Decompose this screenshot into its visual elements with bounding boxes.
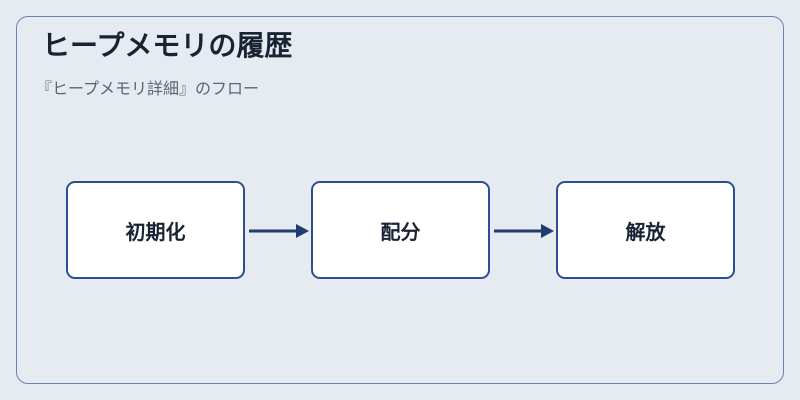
page-title: ヒープメモリの履歴	[42, 29, 293, 62]
step-label-allocate: 配分	[380, 219, 421, 244]
step-label-free: 解放	[625, 219, 666, 244]
step-label-init: 初期化	[125, 219, 186, 244]
step-box-free: 解放	[556, 181, 735, 279]
page-subtitle: 『ヒープメモリ詳細』のフロー	[36, 79, 260, 98]
step-box-init: 初期化	[66, 181, 245, 279]
step-box-allocate: 配分	[311, 181, 490, 279]
